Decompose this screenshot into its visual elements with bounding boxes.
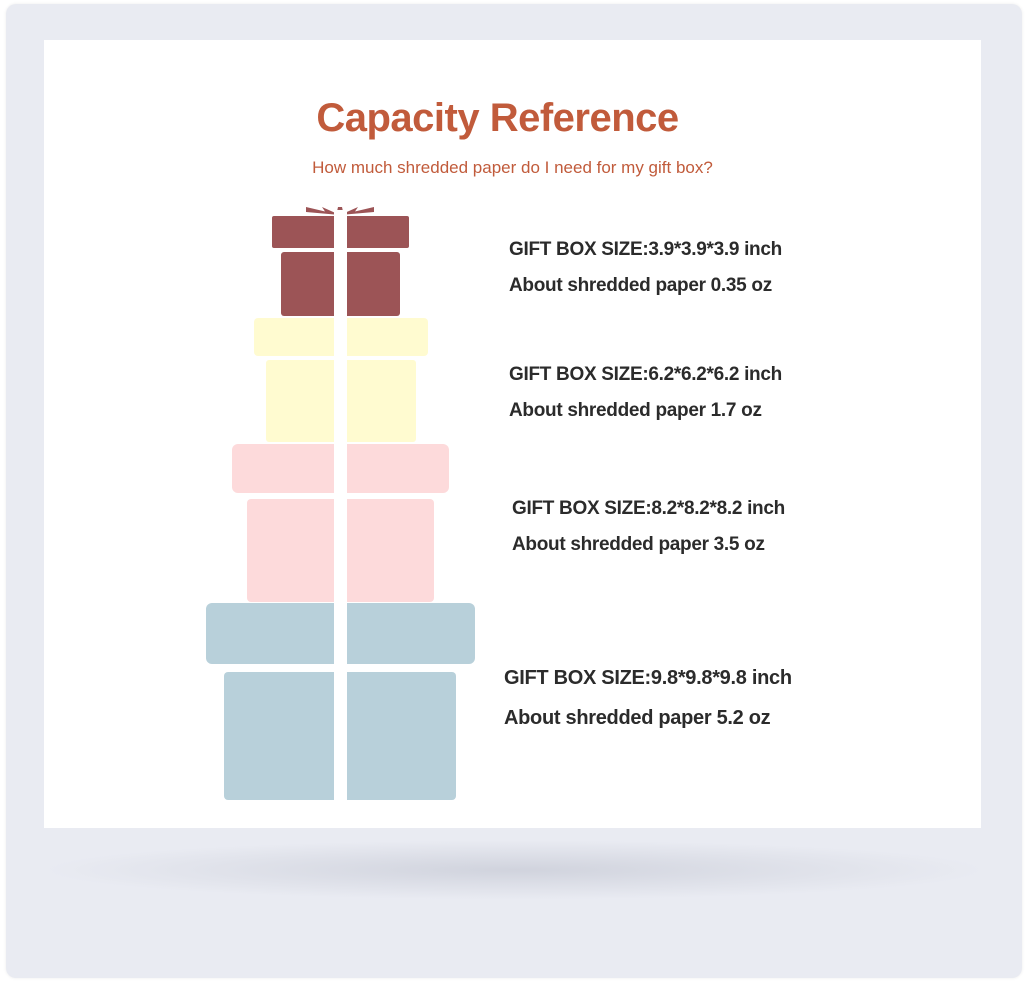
gift-box-medium-info: GIFT BOX SIZE:8.2*8.2*8.2 inch About shr… <box>512 491 785 563</box>
gift-box-medium-size: GIFT BOX SIZE:8.2*8.2*8.2 inch <box>512 498 785 519</box>
gift-box-large-size: GIFT BOX SIZE:9.8*9.8*9.8 inch <box>504 667 792 689</box>
gift-box-small-info: GIFT BOX SIZE:6.2*6.2*6.2 inch About shr… <box>509 357 782 429</box>
gift-box-mini-size: GIFT BOX SIZE:3.9*3.9*3.9 inch <box>509 239 782 260</box>
gift-box-medium-paper: About shredded paper 3.5 oz <box>512 534 765 555</box>
gift-box-small-size: GIFT BOX SIZE:6.2*6.2*6.2 inch <box>509 364 782 385</box>
capacity-reference-panel: Capacity Reference How much shredded pap… <box>44 40 981 828</box>
page-title: Capacity Reference <box>316 96 679 140</box>
gift-box-mini-paper: About shredded paper 0.35 oz <box>509 275 772 296</box>
gift-box-small-paper: About shredded paper 1.7 oz <box>509 400 762 421</box>
frame-shadow <box>40 840 990 900</box>
gift-box-large-paper: About shredded paper 5.2 oz <box>504 707 771 729</box>
gift-box-mini-info: GIFT BOX SIZE:3.9*3.9*3.9 inch About shr… <box>509 232 782 304</box>
gift-box-tower-illustration <box>206 207 475 810</box>
gift-box-large-info: GIFT BOX SIZE:9.8*9.8*9.8 inch About shr… <box>504 658 792 738</box>
page-subtitle: How much shredded paper do I need for my… <box>312 158 713 177</box>
ribbon-gap <box>334 210 347 810</box>
